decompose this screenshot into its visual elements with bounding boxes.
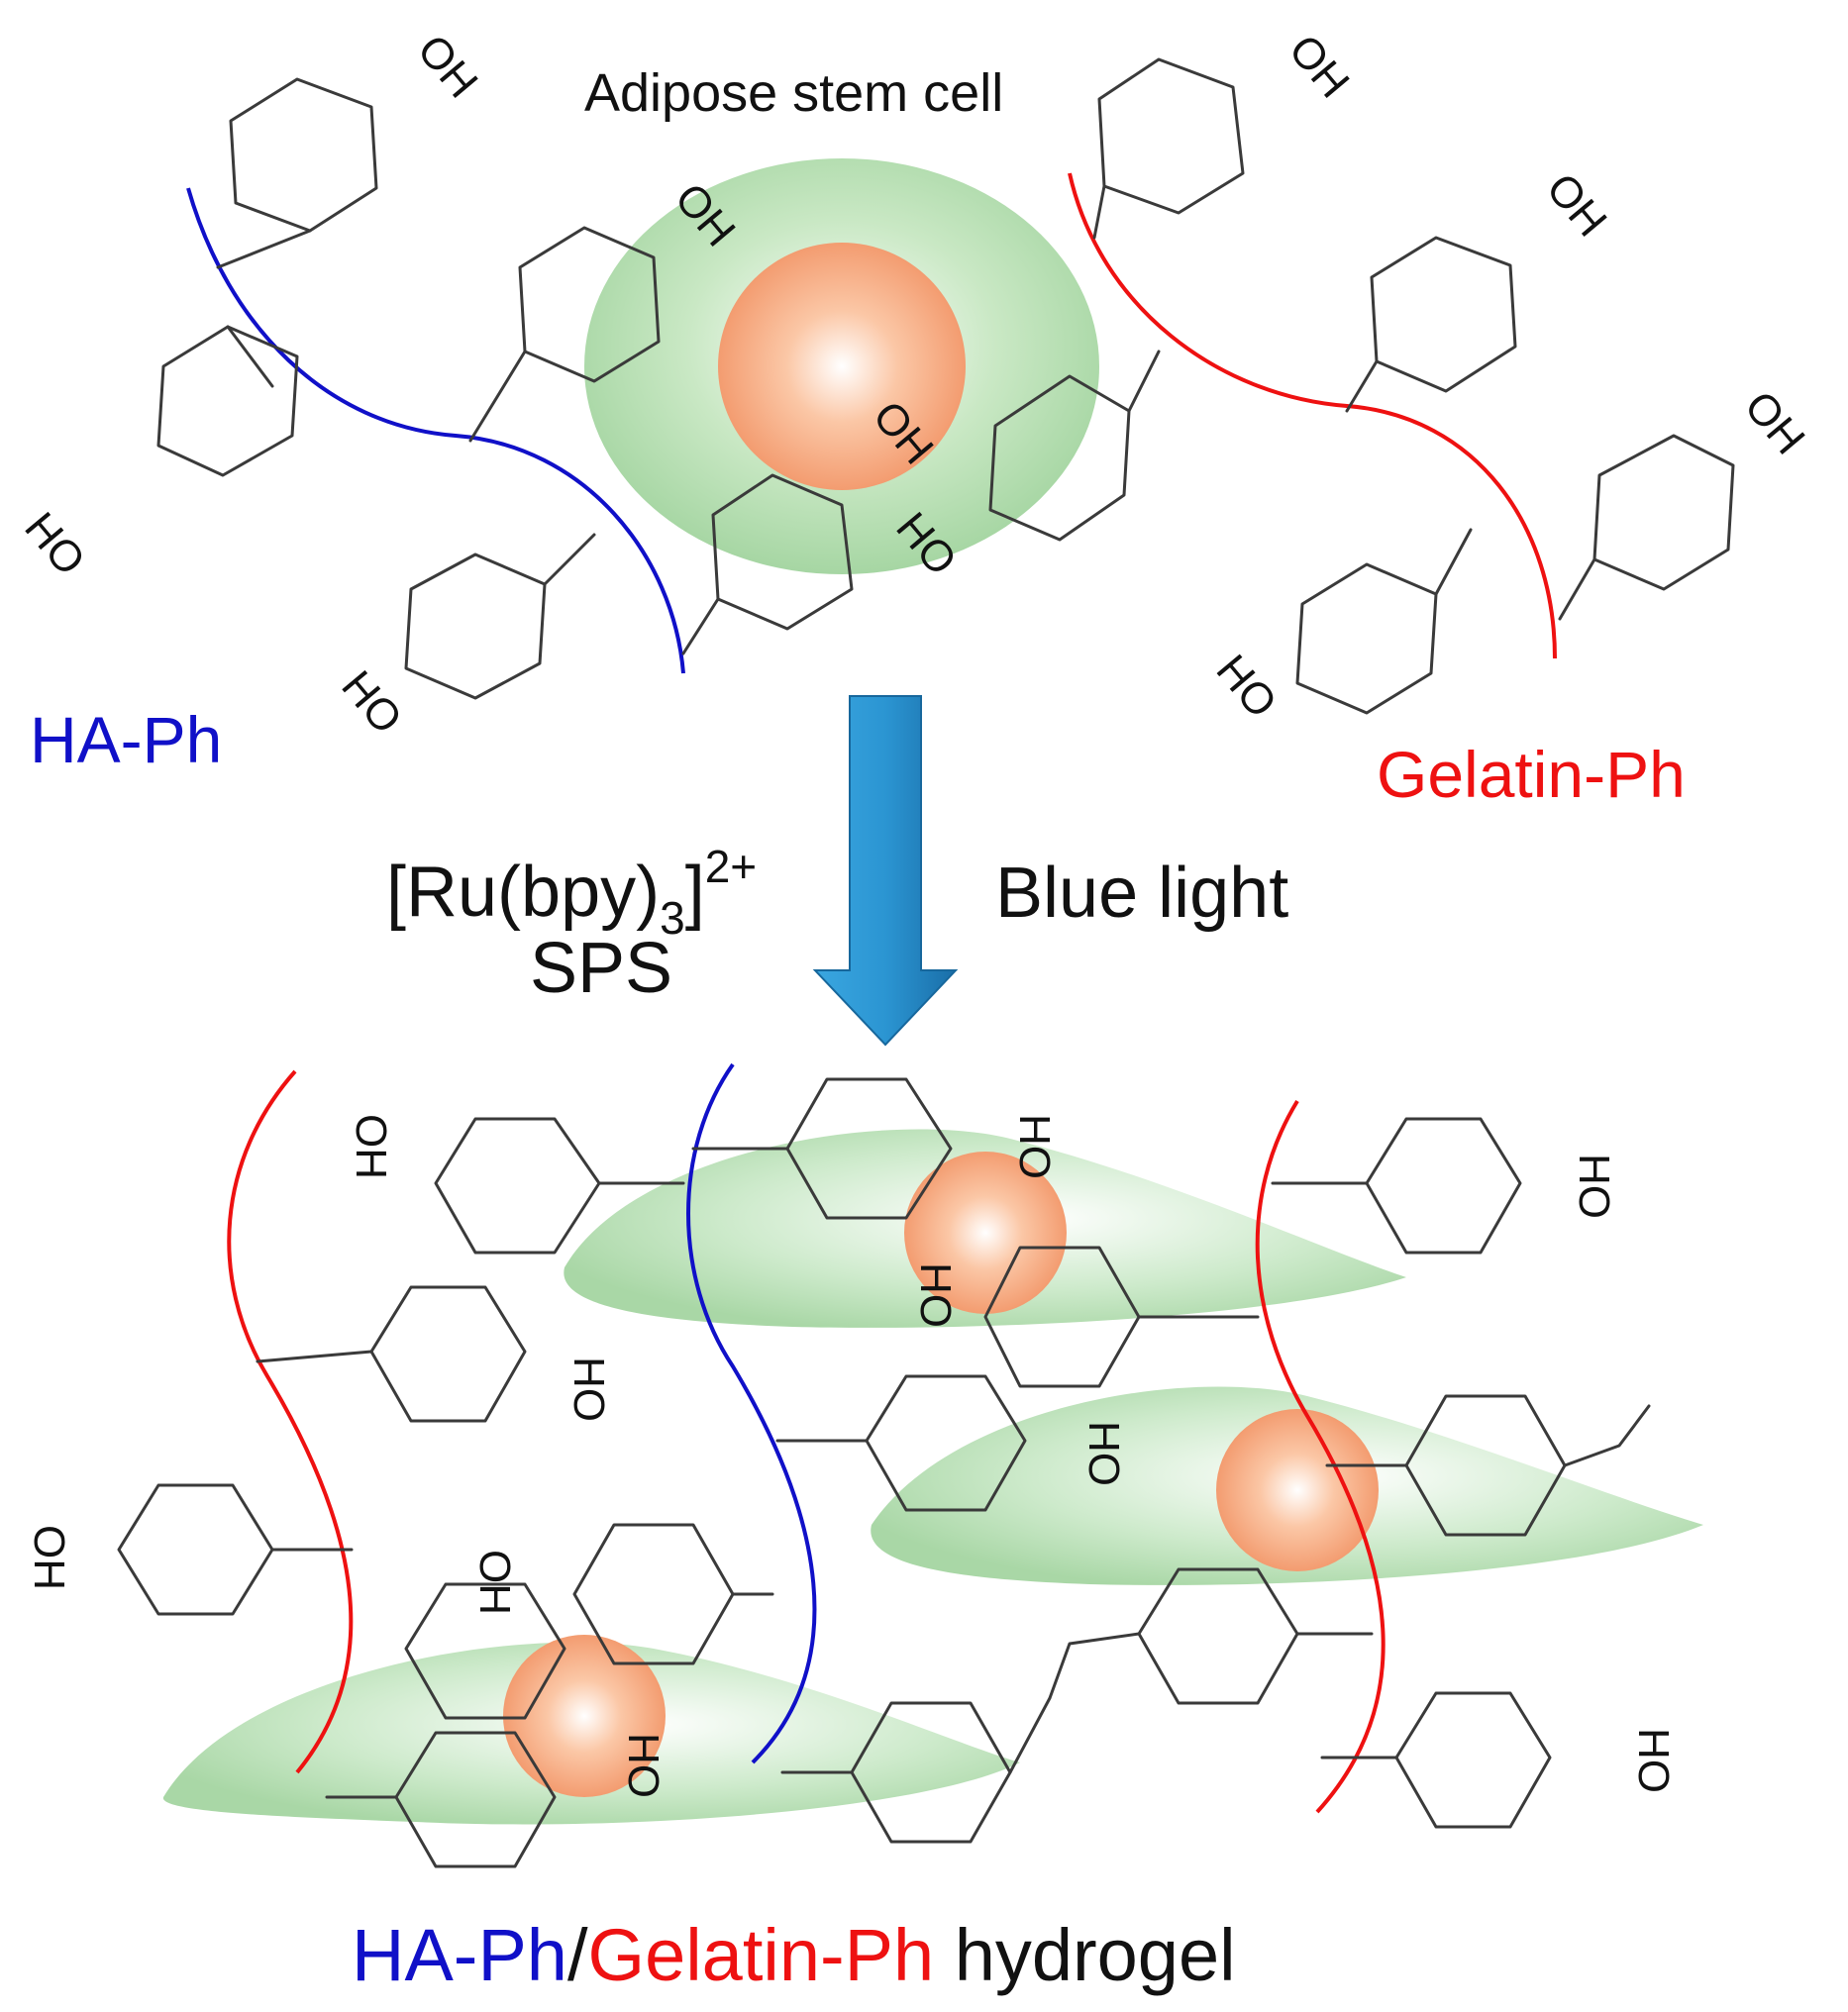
gelatin-chain-bottom (1255, 1099, 1386, 1814)
gelatin-chain-top (1068, 172, 1557, 659)
oh-label: OH (25, 1525, 73, 1590)
oh-label: HO (1570, 1154, 1618, 1219)
oh-label: OH (1280, 26, 1359, 107)
oh-label: HO (1079, 1421, 1128, 1486)
phenol-groups-top (156, 57, 1735, 715)
oh-label: HO (619, 1733, 667, 1798)
oh-label: HO (565, 1357, 613, 1422)
oh-label: OH (1735, 382, 1814, 463)
oh-label: HO (911, 1262, 960, 1328)
hydrogel-caption: HA-Ph/Gelatin-Ph hydrogel (352, 1914, 1236, 1996)
oh-label: OH (470, 1550, 519, 1615)
gelatin-ph-label: Gelatin-Ph (1377, 738, 1686, 811)
oh-label: HO (15, 503, 94, 584)
oh-label: HO (1010, 1114, 1059, 1179)
spread-cell-nucleus (1216, 1409, 1379, 1571)
ha-chain-bottom (686, 1062, 817, 1764)
oh-label: HO (1629, 1728, 1678, 1793)
phenol-groups-bottom (117, 1077, 1651, 1868)
reaction-arrow (812, 695, 959, 1047)
oh-label: HO (1207, 646, 1286, 727)
oh-label: HO (332, 661, 411, 743)
ha-ph-label: HA-Ph (30, 703, 222, 776)
catalyst-label: [Ru(bpy)3]2+ (386, 841, 757, 944)
oh-label: OH (347, 1114, 395, 1179)
gelatin-chain-bottom (227, 1069, 354, 1774)
blue-light-label: Blue light (995, 854, 1288, 933)
stem-cell-nucleus (718, 243, 966, 490)
sps-label: SPS (530, 929, 672, 1008)
spread-cell-nucleus (503, 1635, 666, 1797)
oh-label: OH (408, 26, 487, 107)
spread-cell-nucleus (904, 1152, 1067, 1314)
stem-cell-label: Adipose stem cell (584, 63, 1003, 123)
ha-chain-top (186, 187, 685, 674)
oh-label: OH (1537, 164, 1616, 246)
